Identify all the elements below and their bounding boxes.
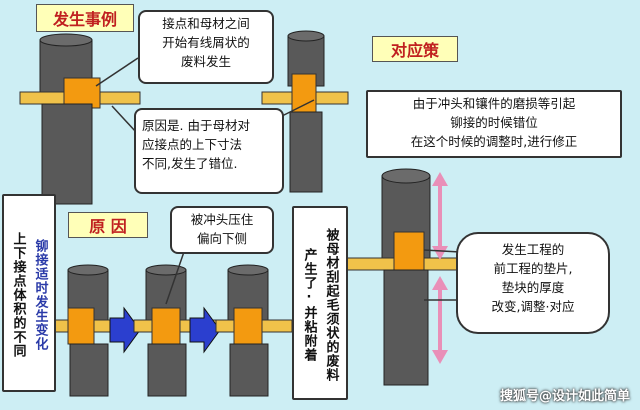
lower-die [289, 111, 323, 193]
callout-pointer [423, 249, 461, 253]
countermeasure-box: 由于冲头和镶件的磨损等引起 铆接的时候错位 在这个时候的调整时,进行修正 [366, 90, 622, 158]
callout-pointer [111, 105, 137, 133]
process-step-1 [43, 264, 125, 397]
callout-pointer [95, 57, 139, 87]
callout-line: 接点和母材之间 [162, 16, 250, 31]
callout-line: 不同,发生了错位. [142, 156, 238, 171]
countermeasure-line: 由于冲头和镶件的磨损等引起 [412, 96, 576, 111]
flow-arrow-2 [189, 306, 221, 354]
callout-line: 前工程的垫片, [493, 261, 573, 276]
callout-waste-start: 接点和母材之间 开始有线屑状的 废料发生 [138, 10, 274, 84]
callout-reason: 原因是. 由于母材对 应接点的上下寸法 不同,发生了错位. [134, 108, 284, 194]
callout-line: 改变,调整·对应 [491, 299, 575, 314]
assembly-top-left [19, 33, 141, 205]
callout-pointer [165, 245, 187, 305]
callout-adjust: 发生工程的 前工程的垫片, 垫块的厚度 改变,调整·对应 [456, 232, 610, 334]
case-title: 发生事例 [36, 4, 134, 32]
callout-line: 发生工程的 [501, 242, 565, 257]
cause-title: 原 因 [68, 212, 148, 238]
callout-pointer [277, 99, 315, 119]
contact-point [393, 231, 425, 277]
callout-line: 垫块的厚度 [501, 280, 565, 295]
callout-burr-waste: 被母材刮起毛须状的废料 产生了·并粘附着 [292, 206, 348, 400]
watermark: 搜狐号@设计如此简单 [499, 389, 630, 404]
lower-adjust-arrow [432, 276, 448, 364]
callout-line: 被冲头压住 [190, 212, 254, 227]
callout-line: 应接点的上下寸法 [142, 137, 243, 152]
callout-line: 偏向下侧 [196, 231, 247, 246]
lower-die [41, 103, 93, 205]
process-step-3 [215, 264, 293, 397]
contact-point [291, 73, 317, 113]
vertical-text-col2: 产生了·并粘附着 [301, 248, 317, 362]
contact-point [63, 77, 101, 109]
callout-line: 原因是. 由于母材对 [142, 118, 250, 133]
assembly-right [345, 168, 467, 386]
vertical-text-col1: 被母材刮起毛须状的废料 [323, 228, 339, 382]
vertical-text-col2: 铆接适时发生变化 [32, 239, 48, 351]
callout-pressed: 被冲头压住 偏向下侧 [170, 206, 274, 254]
vertical-text-col1: 上下接点体积的不同 [10, 232, 26, 358]
countermeasure-line: 在这个时候的调整时,进行修正 [410, 134, 578, 149]
countermeasure-title: 对应策 [372, 36, 458, 62]
lower-die [383, 269, 429, 386]
callout-line: 开始有线屑状的 [162, 35, 250, 50]
upper-adjust-arrow [432, 172, 448, 260]
callout-volume-difference: 铆接适时发生变化 上下接点体积的不同 [2, 194, 56, 392]
countermeasure-line: 铆接的时候错位 [450, 115, 538, 130]
flow-arrow-1 [109, 306, 141, 354]
callout-line: 废料发生 [180, 54, 231, 69]
assembly-top-right [261, 30, 349, 193]
